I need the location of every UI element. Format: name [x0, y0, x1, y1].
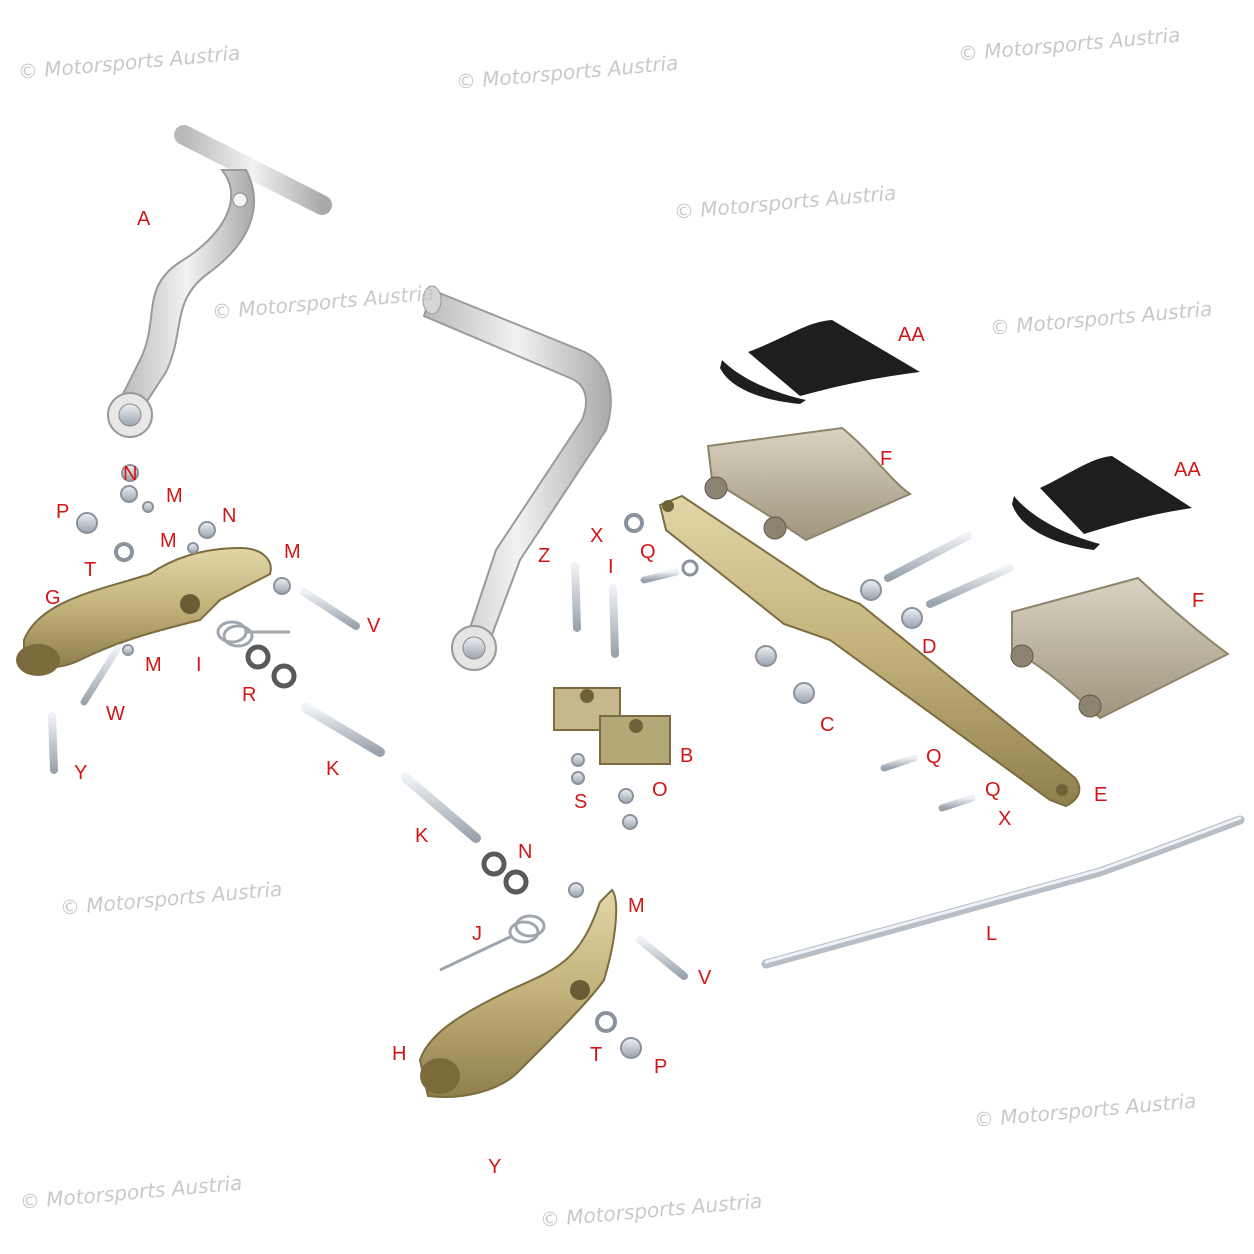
- part-label-b: B: [680, 745, 694, 767]
- nuts-and-washers: [76, 464, 923, 1059]
- part-label-y: Y: [74, 762, 88, 784]
- part-label-e: E: [1094, 784, 1108, 806]
- part-label-f: F: [1192, 590, 1205, 612]
- part-label-r: R: [242, 684, 257, 706]
- rubber-pad-aa-top: [720, 320, 920, 404]
- part-label-z: Z: [538, 545, 551, 567]
- bracket-h: [418, 888, 618, 1098]
- pedal-arm-a: [107, 125, 332, 438]
- part-label-h: H: [392, 1043, 407, 1065]
- part-label-n: N: [123, 463, 138, 485]
- part-label-g: G: [45, 587, 61, 609]
- part-label-d: D: [922, 636, 937, 658]
- part-label-x: X: [590, 525, 604, 547]
- part-label-a: A: [137, 208, 151, 230]
- part-label-o: O: [652, 779, 668, 801]
- part-label-v: V: [698, 967, 712, 989]
- part-label-p: P: [654, 1056, 668, 1078]
- bolts: [48, 532, 1014, 1172]
- part-label-k: K: [415, 825, 429, 847]
- part-label-m: M: [145, 654, 162, 676]
- block-b: [553, 687, 671, 765]
- part-label-m: M: [628, 895, 645, 917]
- part-label-v: V: [367, 615, 381, 637]
- part-label-m: M: [160, 530, 177, 552]
- part-label-aa: AA: [1174, 459, 1201, 481]
- part-label-m: M: [284, 541, 301, 563]
- pedal-plate-f-bottom: [1010, 576, 1230, 720]
- part-label-q: Q: [926, 746, 942, 768]
- pedal-arm-large: [422, 285, 612, 671]
- part-label-j: J: [472, 923, 482, 945]
- part-label-i: I: [196, 654, 202, 676]
- rubber-pad-aa-bottom: [1012, 456, 1192, 550]
- pedal-bar-e: [658, 494, 1081, 808]
- part-label-n: N: [222, 505, 237, 527]
- part-label-i: I: [608, 556, 614, 578]
- part-label-l: L: [986, 923, 998, 945]
- part-label-c: C: [820, 714, 835, 736]
- rod-l: [761, 815, 1245, 969]
- part-label-y: Y: [488, 1156, 502, 1178]
- part-label-q: Q: [640, 541, 656, 563]
- part-label-f: F: [880, 448, 893, 470]
- part-label-x: X: [998, 808, 1012, 830]
- part-label-t: T: [84, 559, 97, 581]
- part-label-n: N: [518, 841, 533, 863]
- part-label-p: P: [56, 501, 70, 523]
- part-label-aa: AA: [898, 324, 925, 346]
- part-label-t: T: [590, 1044, 603, 1066]
- part-label-q: Q: [985, 779, 1001, 801]
- part-label-s: S: [574, 791, 588, 813]
- part-label-m: M: [166, 485, 183, 507]
- bracket-g: [16, 546, 272, 676]
- springs: [216, 620, 546, 972]
- part-label-w: W: [106, 703, 125, 725]
- part-label-k: K: [326, 758, 340, 780]
- pedal-plate-f-top: [704, 426, 913, 542]
